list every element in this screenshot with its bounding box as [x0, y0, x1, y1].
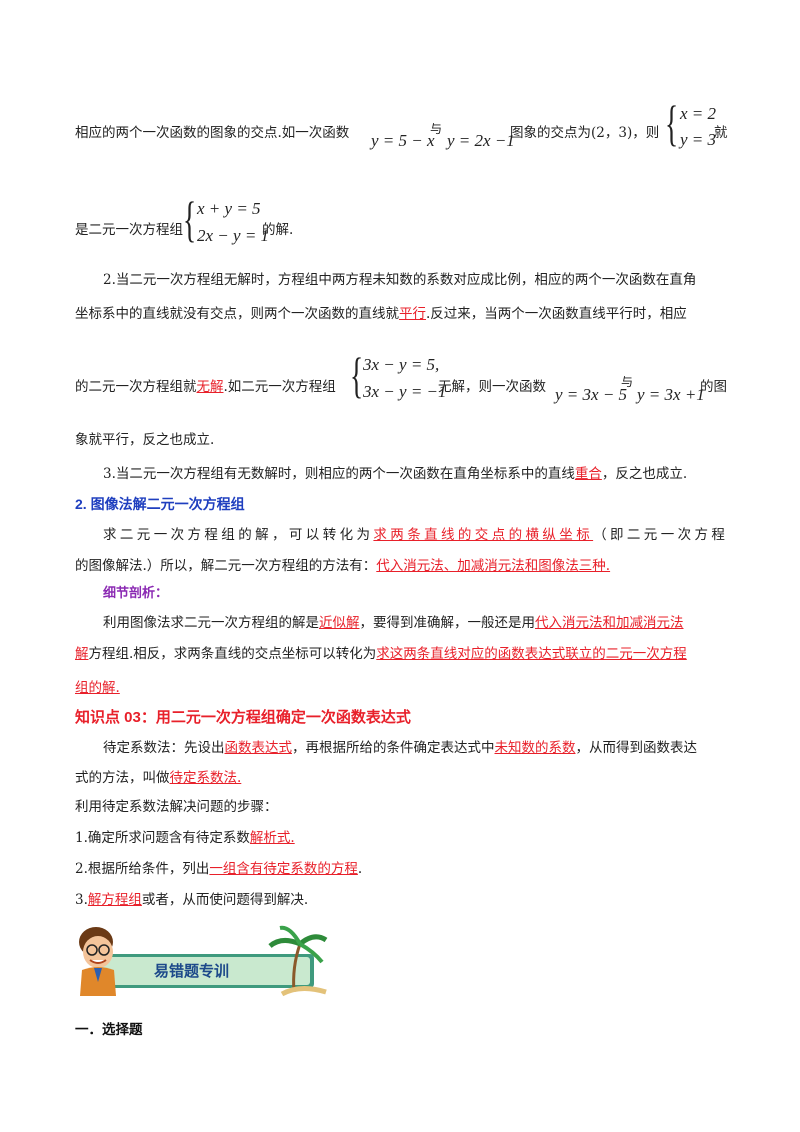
text-line: 相应的两个一次函数的图象的交点.如一次函数 — [75, 125, 350, 141]
banner: 易错题专训 — [68, 922, 330, 1000]
text-line: 的图像解法.）所以，解二元一次方程组的方法有：代入消元法、加减消元法和图像法三种… — [75, 558, 611, 574]
brace: { — [183, 191, 197, 247]
formula: 3x − y = −1 — [363, 382, 447, 401]
text-line: 无解，则一次函数 — [438, 379, 546, 395]
detail-heading: 细节剖析： — [103, 585, 169, 600]
text-line: 的图 — [700, 379, 727, 395]
text-line: 就 — [714, 125, 728, 141]
banner-graphic — [79, 925, 328, 997]
brace: { — [350, 347, 364, 403]
section-heading: 2. 图像法解二元一次方程组 — [75, 496, 245, 512]
text-line: 待定系数法：先设出函数表达式，再根据所给的条件确定表达式中未知数的系数，从而得到… — [103, 740, 697, 756]
text-line: 求二元一次方程组的解，可以转化为求两条直线的交点的横纵坐标（即二元一次方程 — [103, 527, 729, 543]
text-line: 是二元一次方程组 — [75, 222, 183, 238]
formula: y = 2x −1 — [447, 131, 515, 150]
formula: y = 3x − 5 — [555, 385, 628, 404]
text-line: 3.当二元一次方程组有无数解时，则相应的两个一次函数在直角坐标系中的直线重合，反… — [103, 466, 688, 482]
list-item: 2.根据所给条件，列出一组含有待定系数的方程. — [75, 861, 363, 877]
text-line: 2.当二元一次方程组无解时，方程组中两方程未知数的系数对应成比例，相应的两个一次… — [103, 272, 697, 288]
formula: y = 3 — [680, 130, 717, 149]
text-line: 象就平行，反之也成立. — [75, 432, 215, 448]
text-line: 式的方法，叫做待定系数法. — [75, 770, 242, 786]
text-line: 与 — [430, 122, 443, 136]
section-heading: 知识点 03：用二元一次方程组确定一次函数表达式 — [75, 709, 411, 726]
section-heading: 一．选择题 — [75, 1022, 143, 1037]
brace: { — [665, 95, 679, 151]
formula: 3x − y = 5, — [363, 355, 440, 374]
list-item: 1.确定所求问题含有待定系数解析式. — [75, 830, 295, 846]
text-line: 组的解. — [75, 680, 120, 696]
formula: y = 5 − x — [371, 131, 435, 150]
formula: x = 2 — [680, 104, 717, 123]
text-line: 利用图像法求二元一次方程组的解是近似解，要得到准确解，一般还是用代入消元法和加减… — [103, 615, 684, 631]
text-line: 的二元一次方程组就无解.如二元一次方程组 — [75, 379, 336, 395]
formula: y = 3x +1 — [637, 385, 705, 404]
list-item: 3.解方程组或者，从而使问题得到解决. — [75, 892, 309, 908]
text-line: 图象的交点为(2，3)，则 — [510, 125, 660, 141]
formula: 2x − y = 1 — [197, 226, 270, 245]
text-line: 利用待定系数法解决问题的步骤： — [75, 799, 278, 815]
text-line: 坐标系中的直线就没有交点，则两个一次函数的直线就平行.反过来，当两个一次函数直线… — [75, 306, 687, 322]
banner-title: 易错题专训 — [154, 962, 230, 980]
text-line: 的解. — [262, 222, 294, 238]
formula: x + y = 5 — [197, 199, 261, 218]
text-line: 解方程组.相反，求两条直线的交点坐标可以转化为求这两条直线对应的函数表达式联立的… — [75, 646, 687, 662]
text-line: 与 — [621, 375, 634, 389]
